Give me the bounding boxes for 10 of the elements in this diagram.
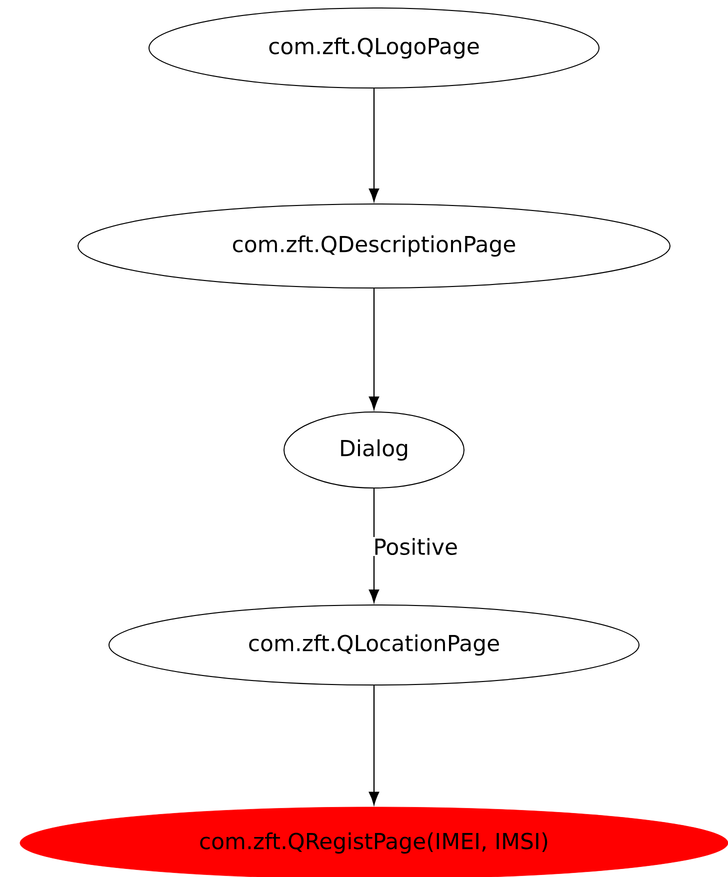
edge-label: Positive xyxy=(372,537,460,556)
arrow xyxy=(368,88,380,202)
arrow xyxy=(368,288,380,410)
ellipse-node: com.zft.QDescriptionPage xyxy=(78,204,670,288)
ellipse-node: com.zft.QRegistPage(IMEI, IMSI) xyxy=(20,806,728,877)
arrow xyxy=(368,488,380,603)
ellipse-node: com.zft.QLogoPage xyxy=(148,8,600,88)
arrow xyxy=(368,686,380,805)
ellipse-node: Dialog xyxy=(284,412,464,488)
ellipse-node: com.zft.QLocationPage xyxy=(108,604,640,686)
